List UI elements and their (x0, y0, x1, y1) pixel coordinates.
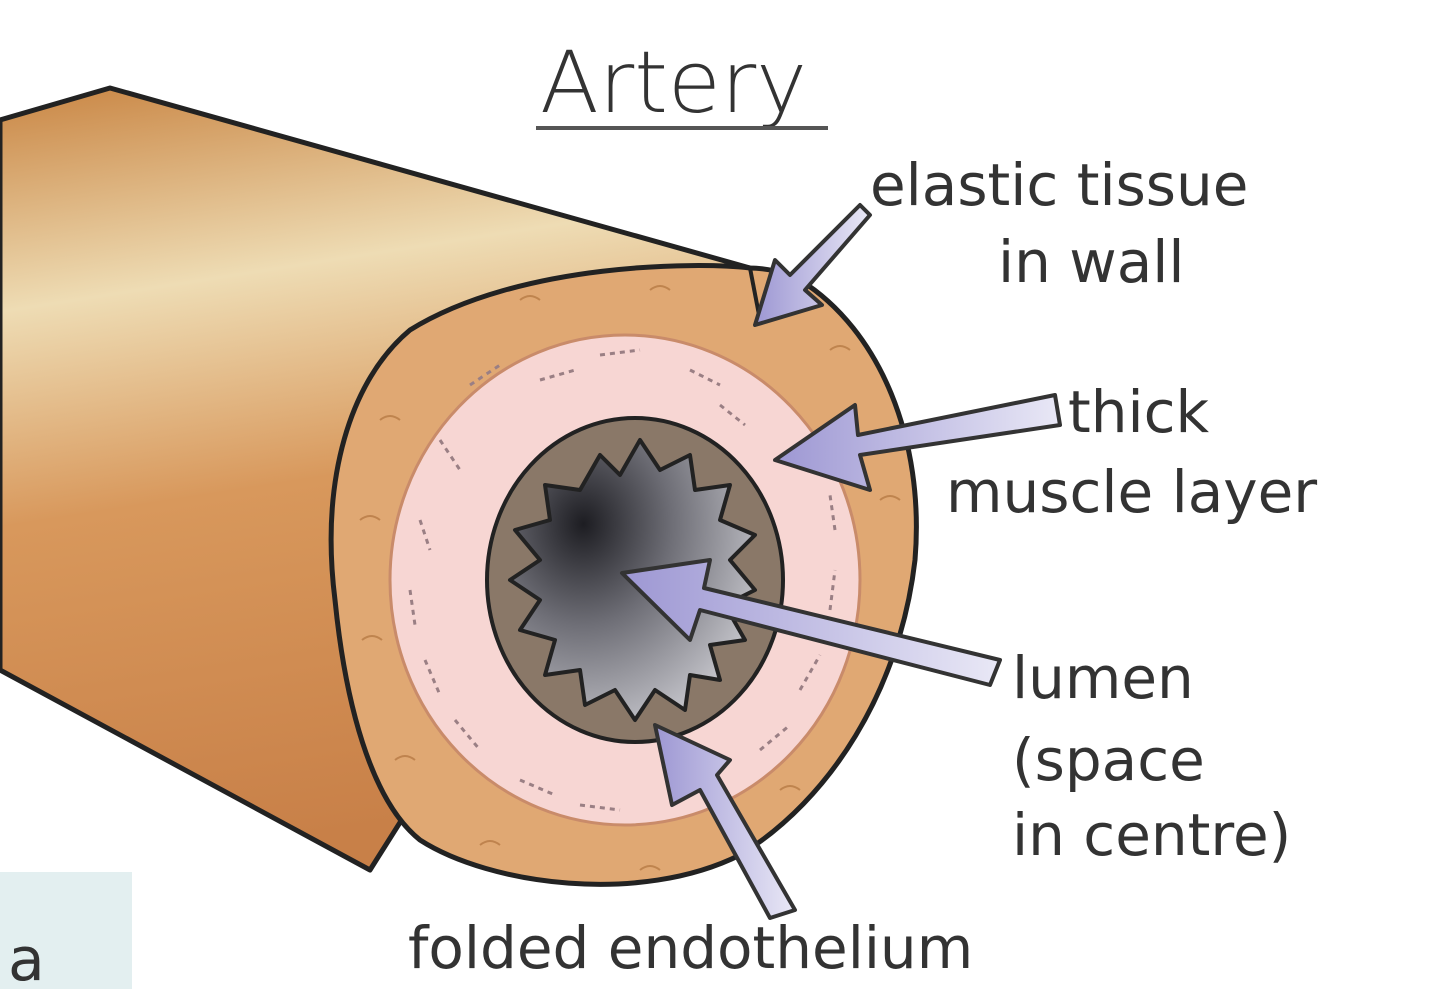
arrow-lumen (620, 558, 1002, 687)
label-lumen-line2: (space (1012, 726, 1205, 794)
arrow-endothelium (653, 723, 797, 920)
label-elastic-line2: in wall (998, 228, 1185, 296)
label-muscle-line2: muscle layer (946, 458, 1317, 526)
muscle-texture (408, 348, 837, 812)
corner-panel (0, 872, 132, 989)
label-muscle-line1: thick (1068, 378, 1210, 446)
label-endothelium: folded endothelium (408, 914, 973, 982)
label-lumen-line1: lumen (1012, 644, 1194, 712)
label-lumen-line3: in centre) (1012, 801, 1291, 869)
corner-text: a (8, 925, 45, 989)
arrow-elastic-tissue (753, 203, 872, 327)
arrow-muscle-layer (773, 393, 1062, 492)
label-elastic-line1: elastic tissue (870, 151, 1248, 219)
diagram-title: Artery (540, 33, 807, 133)
